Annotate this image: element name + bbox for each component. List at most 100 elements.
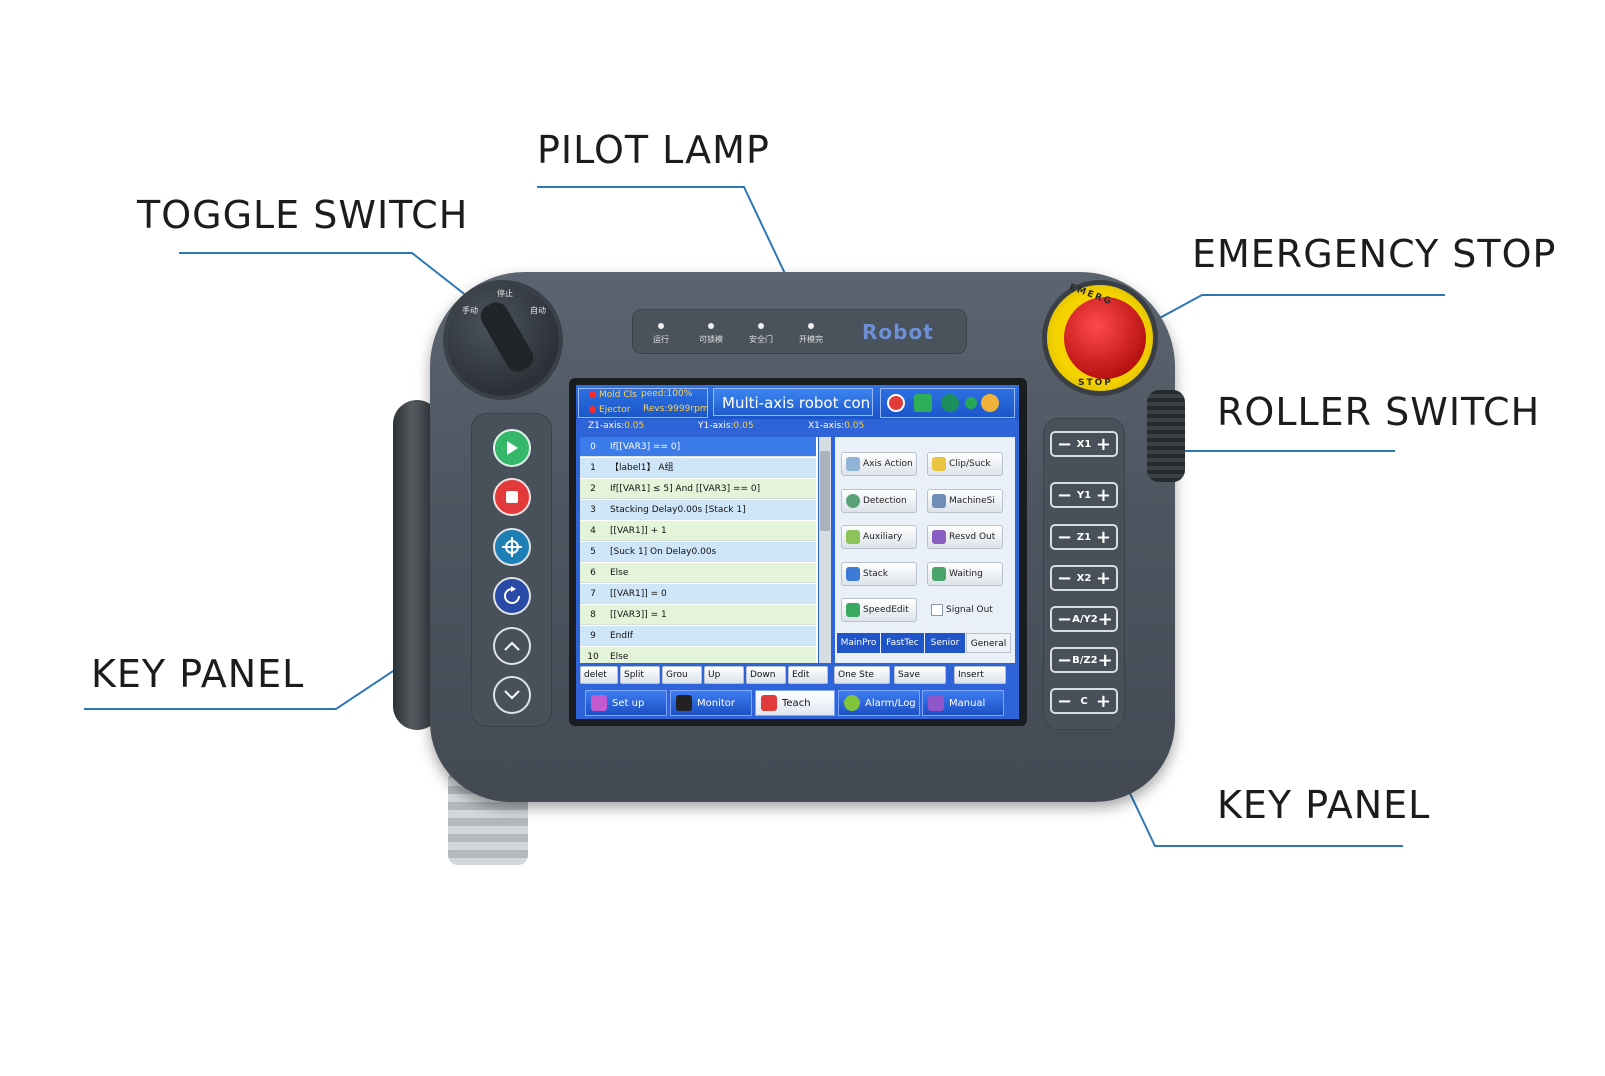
signal-icon[interactable]: [941, 394, 959, 412]
edit-button[interactable]: Edit: [788, 666, 828, 684]
button-label: Axis Action: [863, 459, 913, 469]
axis-key-a-y2[interactable]: −A/Y2+: [1050, 606, 1118, 632]
minus-icon: −: [1057, 526, 1073, 548]
axis-action-button[interactable]: Axis Action: [841, 452, 917, 476]
start-button[interactable]: [493, 429, 531, 467]
group-button[interactable]: Grou: [662, 666, 702, 684]
up-button[interactable]: [493, 627, 531, 665]
alarm-icon[interactable]: [887, 394, 905, 412]
button-label: MachineSi: [949, 496, 995, 506]
clip-suck-icon: [932, 457, 946, 471]
tab-mainpro[interactable]: MainPro: [837, 633, 880, 653]
program-row[interactable]: 5[Suck 1] On Delay0.00s: [580, 542, 816, 562]
lamp-label: 运行: [653, 335, 669, 344]
chevron-down-icon: [504, 690, 520, 700]
nav-alarm-log[interactable]: Alarm/Log: [838, 690, 920, 716]
program-row[interactable]: 4[[VAR1]] + 1: [580, 521, 816, 541]
nav-monitor[interactable]: Monitor: [670, 690, 752, 716]
tab-general[interactable]: General: [966, 633, 1011, 653]
home-icon: [928, 695, 944, 711]
line-text: Else: [610, 568, 629, 578]
detection-button[interactable]: Detection: [841, 489, 917, 513]
axis-key-c[interactable]: −C+: [1050, 688, 1118, 714]
line-number: 3: [590, 505, 596, 515]
line-text: EndIf: [610, 631, 633, 641]
move-down-button[interactable]: Down: [746, 666, 786, 684]
callout-key-panel-right: KEY PANEL: [1217, 783, 1431, 827]
axis-key-z1[interactable]: −Z1+: [1050, 524, 1118, 550]
axis-key-label: Z1: [1076, 531, 1092, 543]
minus-icon: −: [1057, 690, 1073, 712]
button-label: Detection: [863, 496, 907, 506]
ejector-status: Ejector: [599, 405, 631, 415]
axis-key-x2[interactable]: −X2+: [1050, 565, 1118, 591]
nav-manual[interactable]: Manual: [922, 690, 1004, 716]
crosshair-icon: [502, 537, 522, 557]
scrollbar-thumb[interactable]: [820, 451, 830, 531]
one-step-button[interactable]: One Ste: [834, 666, 890, 684]
monitor-icon[interactable]: [914, 394, 932, 412]
auxiliary-button[interactable]: Auxiliary: [841, 525, 917, 549]
emergency-stop-button[interactable]: [1064, 297, 1146, 379]
program-row[interactable]: 1 【label1】 A组: [580, 458, 816, 478]
split-button[interactable]: Split: [620, 666, 660, 684]
axis-key-x1[interactable]: −X1+: [1050, 431, 1118, 457]
move-up-button[interactable]: Up: [704, 666, 744, 684]
teach-icon: [761, 695, 777, 711]
status-box: Mold Cls peed:100% Ejector Revs:9999rpm: [578, 388, 709, 418]
save-button[interactable]: Save: [894, 666, 946, 684]
program-row[interactable]: 8[[VAR3]] = 1: [580, 605, 816, 625]
line-number: 1: [590, 463, 596, 473]
badge-icon: [965, 397, 977, 409]
origin-button[interactable]: [493, 528, 531, 566]
nav-teach[interactable]: Teach: [755, 690, 835, 716]
down-button[interactable]: [493, 676, 531, 714]
stop-icon: [506, 491, 518, 503]
line-text: 【label1】 A组: [610, 463, 674, 473]
signal-out-checkbox[interactable]: Signal Out: [927, 598, 1003, 622]
touch-screen: Mold Cls peed:100% Ejector Revs:9999rpm …: [576, 385, 1019, 719]
button-label: SpeedEdit: [863, 605, 909, 615]
return-button[interactable]: [493, 577, 531, 615]
screen-title: Multi-axis robot con: [713, 388, 873, 416]
roller-switch[interactable]: [1147, 390, 1185, 482]
knob-label-manual: 手动: [462, 306, 478, 315]
callout-emergency-stop: EMERGENCY STOP: [1192, 232, 1557, 276]
pilot-lamp-mold-open: [808, 323, 814, 329]
nav-label: Set up: [612, 698, 645, 709]
pilot-lamp-run: [658, 323, 664, 329]
axis-key-label: C: [1080, 695, 1088, 707]
axis-key-label: A/Y2: [1072, 613, 1098, 625]
tab-senior[interactable]: Senior: [925, 633, 965, 653]
wifi-icon: [932, 530, 946, 544]
axis-key-label: X1: [1076, 438, 1092, 450]
stop-button[interactable]: [493, 478, 531, 516]
stack-button[interactable]: Stack: [841, 562, 917, 586]
delete-button[interactable]: delet: [580, 666, 618, 684]
clip-suck-button[interactable]: Clip/Suck: [927, 452, 1003, 476]
nav-setup[interactable]: Set up: [585, 690, 667, 716]
machine-signal-button[interactable]: MachineSi: [927, 489, 1003, 513]
callout-toggle-switch: TOGGLE SWITCH: [137, 193, 469, 237]
axis-key-y1[interactable]: −Y1+: [1050, 482, 1118, 508]
axis-x1: X1-axis:0.05: [808, 421, 864, 431]
user-icon[interactable]: [981, 394, 999, 412]
waiting-button[interactable]: Waiting: [927, 562, 1003, 586]
line-number: 8: [590, 610, 596, 620]
monitor-icon: [676, 695, 692, 711]
speed-edit-button[interactable]: SpeedEdit: [841, 598, 917, 622]
tab-fasttec[interactable]: FastTec: [881, 633, 924, 653]
axis-key-b-z2[interactable]: −B/Z2+: [1050, 647, 1118, 673]
insert-button[interactable]: Insert: [954, 666, 1006, 684]
callout-pilot-lamp: PILOT LAMP: [537, 128, 770, 172]
plus-icon: +: [1097, 649, 1113, 671]
reserved-out-button[interactable]: Resvd Out: [927, 525, 1003, 549]
program-row[interactable]: 7[[VAR1]] = 0: [580, 584, 816, 604]
